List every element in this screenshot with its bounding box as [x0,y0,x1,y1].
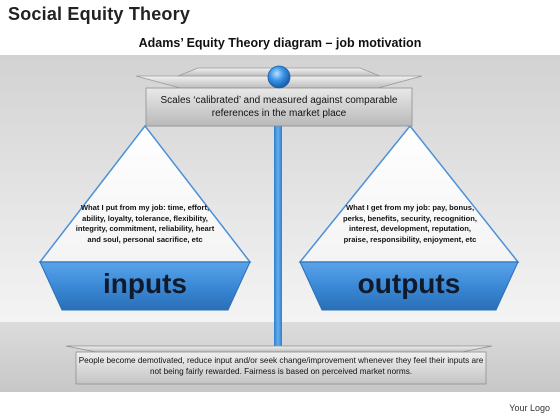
pivot-ball [267,65,291,89]
right-pan-band [299,261,519,311]
center-pole [274,125,282,353]
scale-beam-text: Scales ‘calibrated’ and measured against… [160,95,398,119]
right-pan-text: What I get from my job: pay, bonus, perk… [342,203,478,244]
outputs-label: outputs [357,268,461,299]
base-block [75,351,487,385]
diagram-title: Adams’ Equity Theory diagram – job motiv… [138,36,422,50]
page-title: Social Equity Theory [8,4,191,24]
left-pan-band [39,261,251,311]
logo-text: Your Logo [509,403,550,413]
base-text: People become demotivated, reduce input … [78,356,484,376]
left-pan-text: What I put from my job: time, effort, ab… [75,203,215,244]
inputs-label: inputs [103,268,187,299]
base-top [65,345,493,353]
scale-beam [145,87,413,127]
